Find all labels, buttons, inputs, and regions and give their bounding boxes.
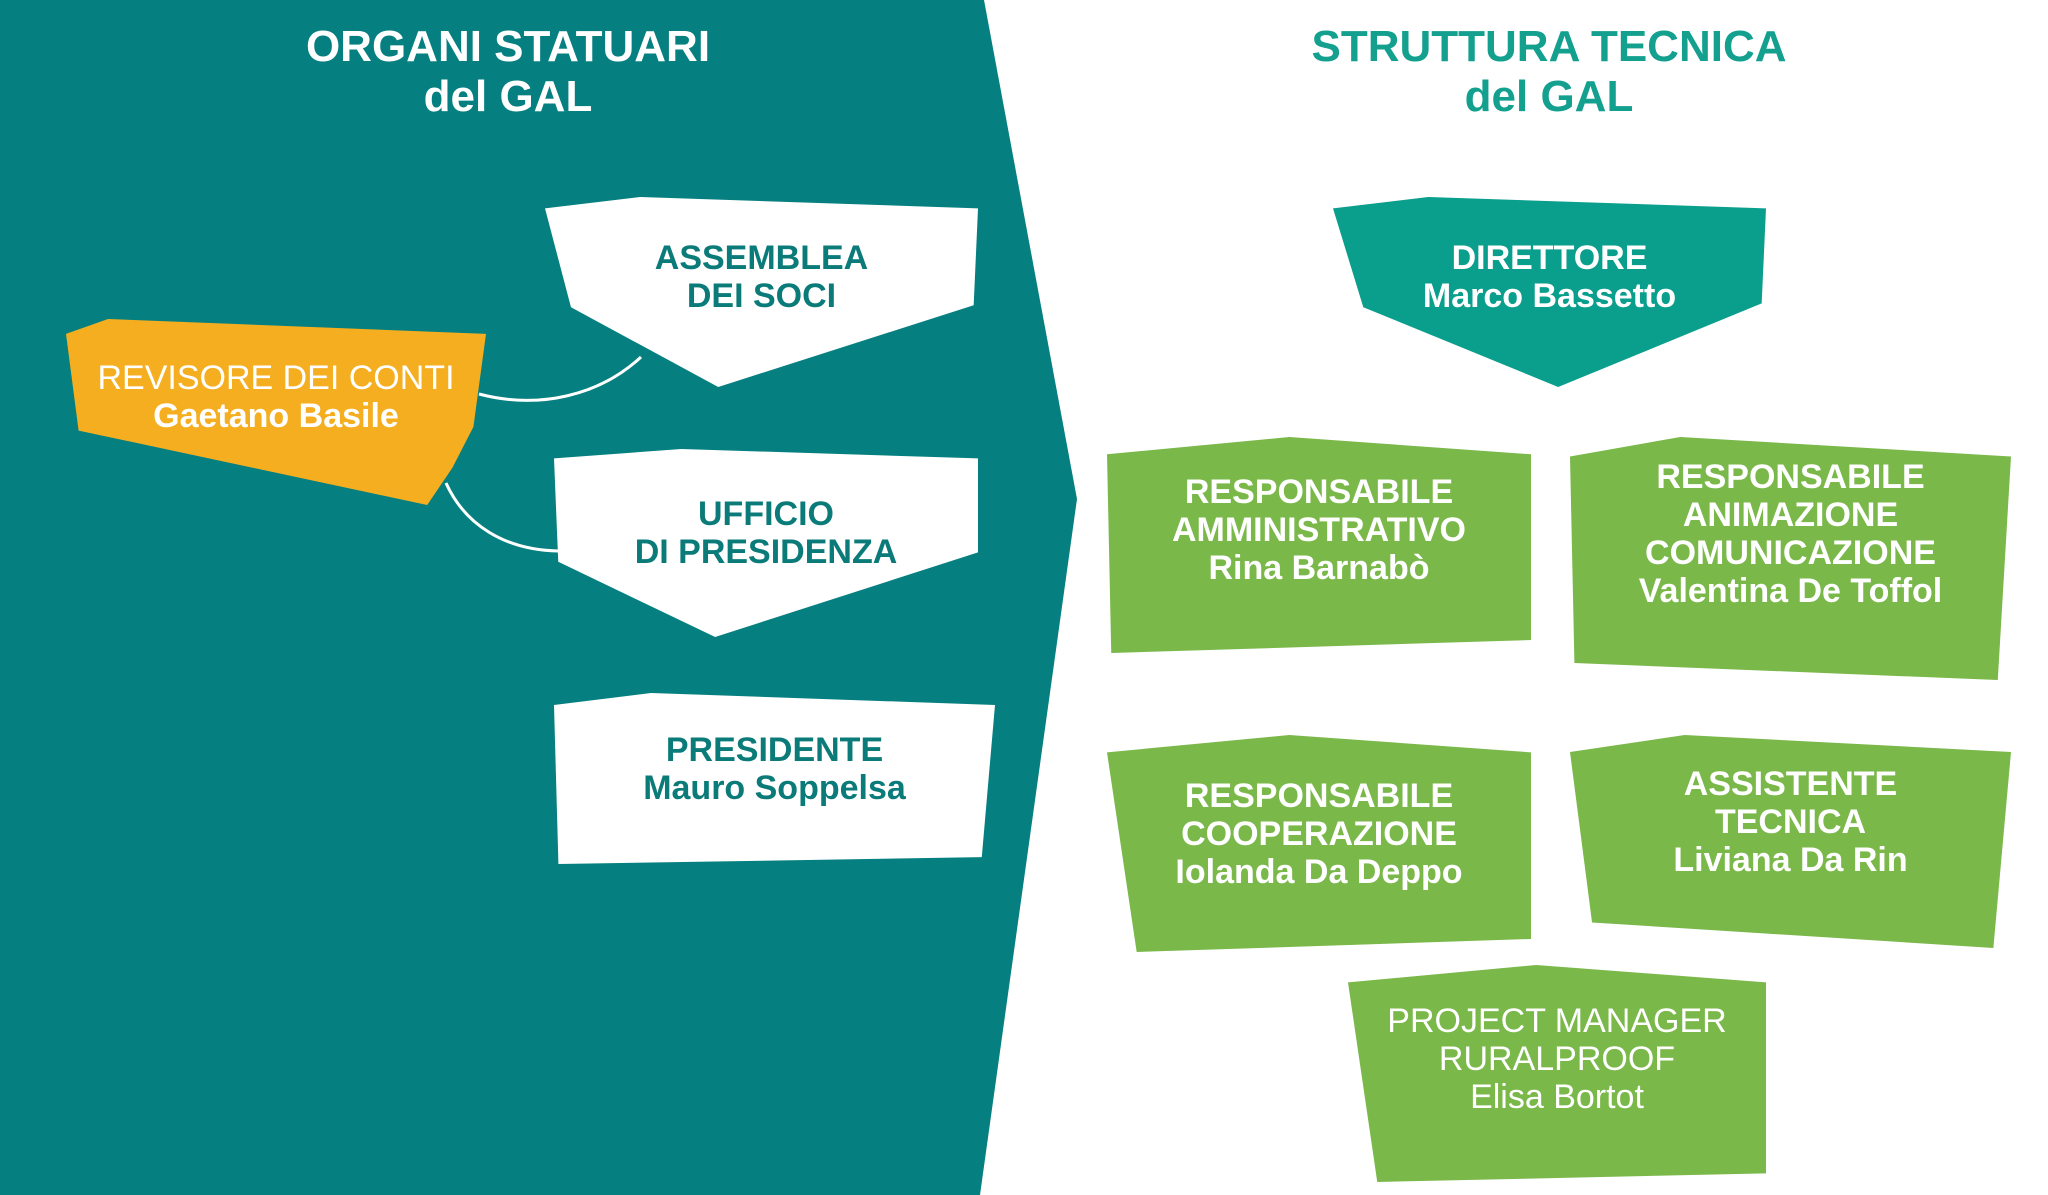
animazione-line3: COMUNICAZIONE — [1645, 533, 1936, 572]
assistente-line1: ASSISTENTE — [1683, 764, 1898, 803]
connector-revisore-ufficio — [444, 482, 559, 553]
cooperazione-box: RESPONSABILE COOPERAZIONE Iolanda Da Dep… — [1107, 735, 1531, 952]
assistente-name: Liviana Da Rin — [1673, 840, 1908, 879]
right-title-line2: del GAL — [1464, 72, 1634, 121]
assistente-line2: TECNICA — [1714, 802, 1867, 841]
presidente-box: PRESIDENTE Mauro Soppelsa — [554, 693, 995, 864]
ufficio-line2: DI PRESIDENZA — [634, 533, 898, 571]
project-manager-line1: PROJECT MANAGER — [1387, 1001, 1727, 1040]
revisore-role: REVISORE DEI CONTI — [97, 359, 455, 397]
project-manager-line2: RURALPROOF — [1438, 1039, 1676, 1078]
presidente-role: PRESIDENTE — [665, 730, 884, 769]
amministrativo-line1: RESPONSABILE — [1184, 473, 1454, 511]
amministrativo-box: RESPONSABILE AMMINISTRATIVO Rina Barnabò — [1107, 437, 1531, 653]
project-manager-box: PROJECT MANAGER RURALPROOF Elisa Bortot — [1348, 965, 1766, 1182]
connector-revisore-assemblea — [478, 355, 643, 402]
left-title-line1: ORGANI STATUARI — [305, 22, 711, 71]
left-title: ORGANI STATUARI del GAL — [158, 22, 858, 122]
cooperazione-line1: RESPONSABILE — [1184, 776, 1454, 815]
organi-panel — [0, 0, 1077, 1195]
project-manager-name: Elisa Bortot — [1470, 1077, 1644, 1116]
cooperazione-name: Iolanda Da Deppo — [1175, 852, 1463, 891]
animazione-name: Valentina De Toffol — [1638, 571, 1943, 610]
amministrativo-line2: AMMINISTRATIVO — [1171, 511, 1466, 549]
assistente-box: ASSISTENTE TECNICA Liviana Da Rin — [1570, 735, 2011, 948]
ufficio-line1: UFFICIO — [698, 495, 834, 533]
animazione-line2: ANIMAZIONE — [1682, 495, 1899, 534]
assemblea-line2: DEI SOCI — [686, 277, 837, 315]
revisore-name: Gaetano Basile — [153, 397, 399, 435]
direttore-name: Marco Bassetto — [1422, 277, 1677, 315]
assemblea-line1: ASSEMBLEA — [654, 239, 869, 277]
amministrativo-name: Rina Barnabò — [1208, 549, 1430, 587]
right-title: STRUTTURA TECNICA del GAL — [1199, 22, 1899, 122]
cooperazione-line2: COOPERAZIONE — [1181, 814, 1457, 853]
animazione-line1: RESPONSABILE — [1656, 457, 1925, 496]
animazione-box: RESPONSABILE ANIMAZIONE COMUNICAZIONE Va… — [1570, 437, 2011, 680]
direttore-role: DIRETTORE — [1451, 239, 1648, 277]
left-title-line2: del GAL — [423, 72, 593, 121]
presidente-name: Mauro Soppelsa — [643, 768, 906, 807]
right-title-line1: STRUTTURA TECNICA — [1311, 22, 1787, 71]
